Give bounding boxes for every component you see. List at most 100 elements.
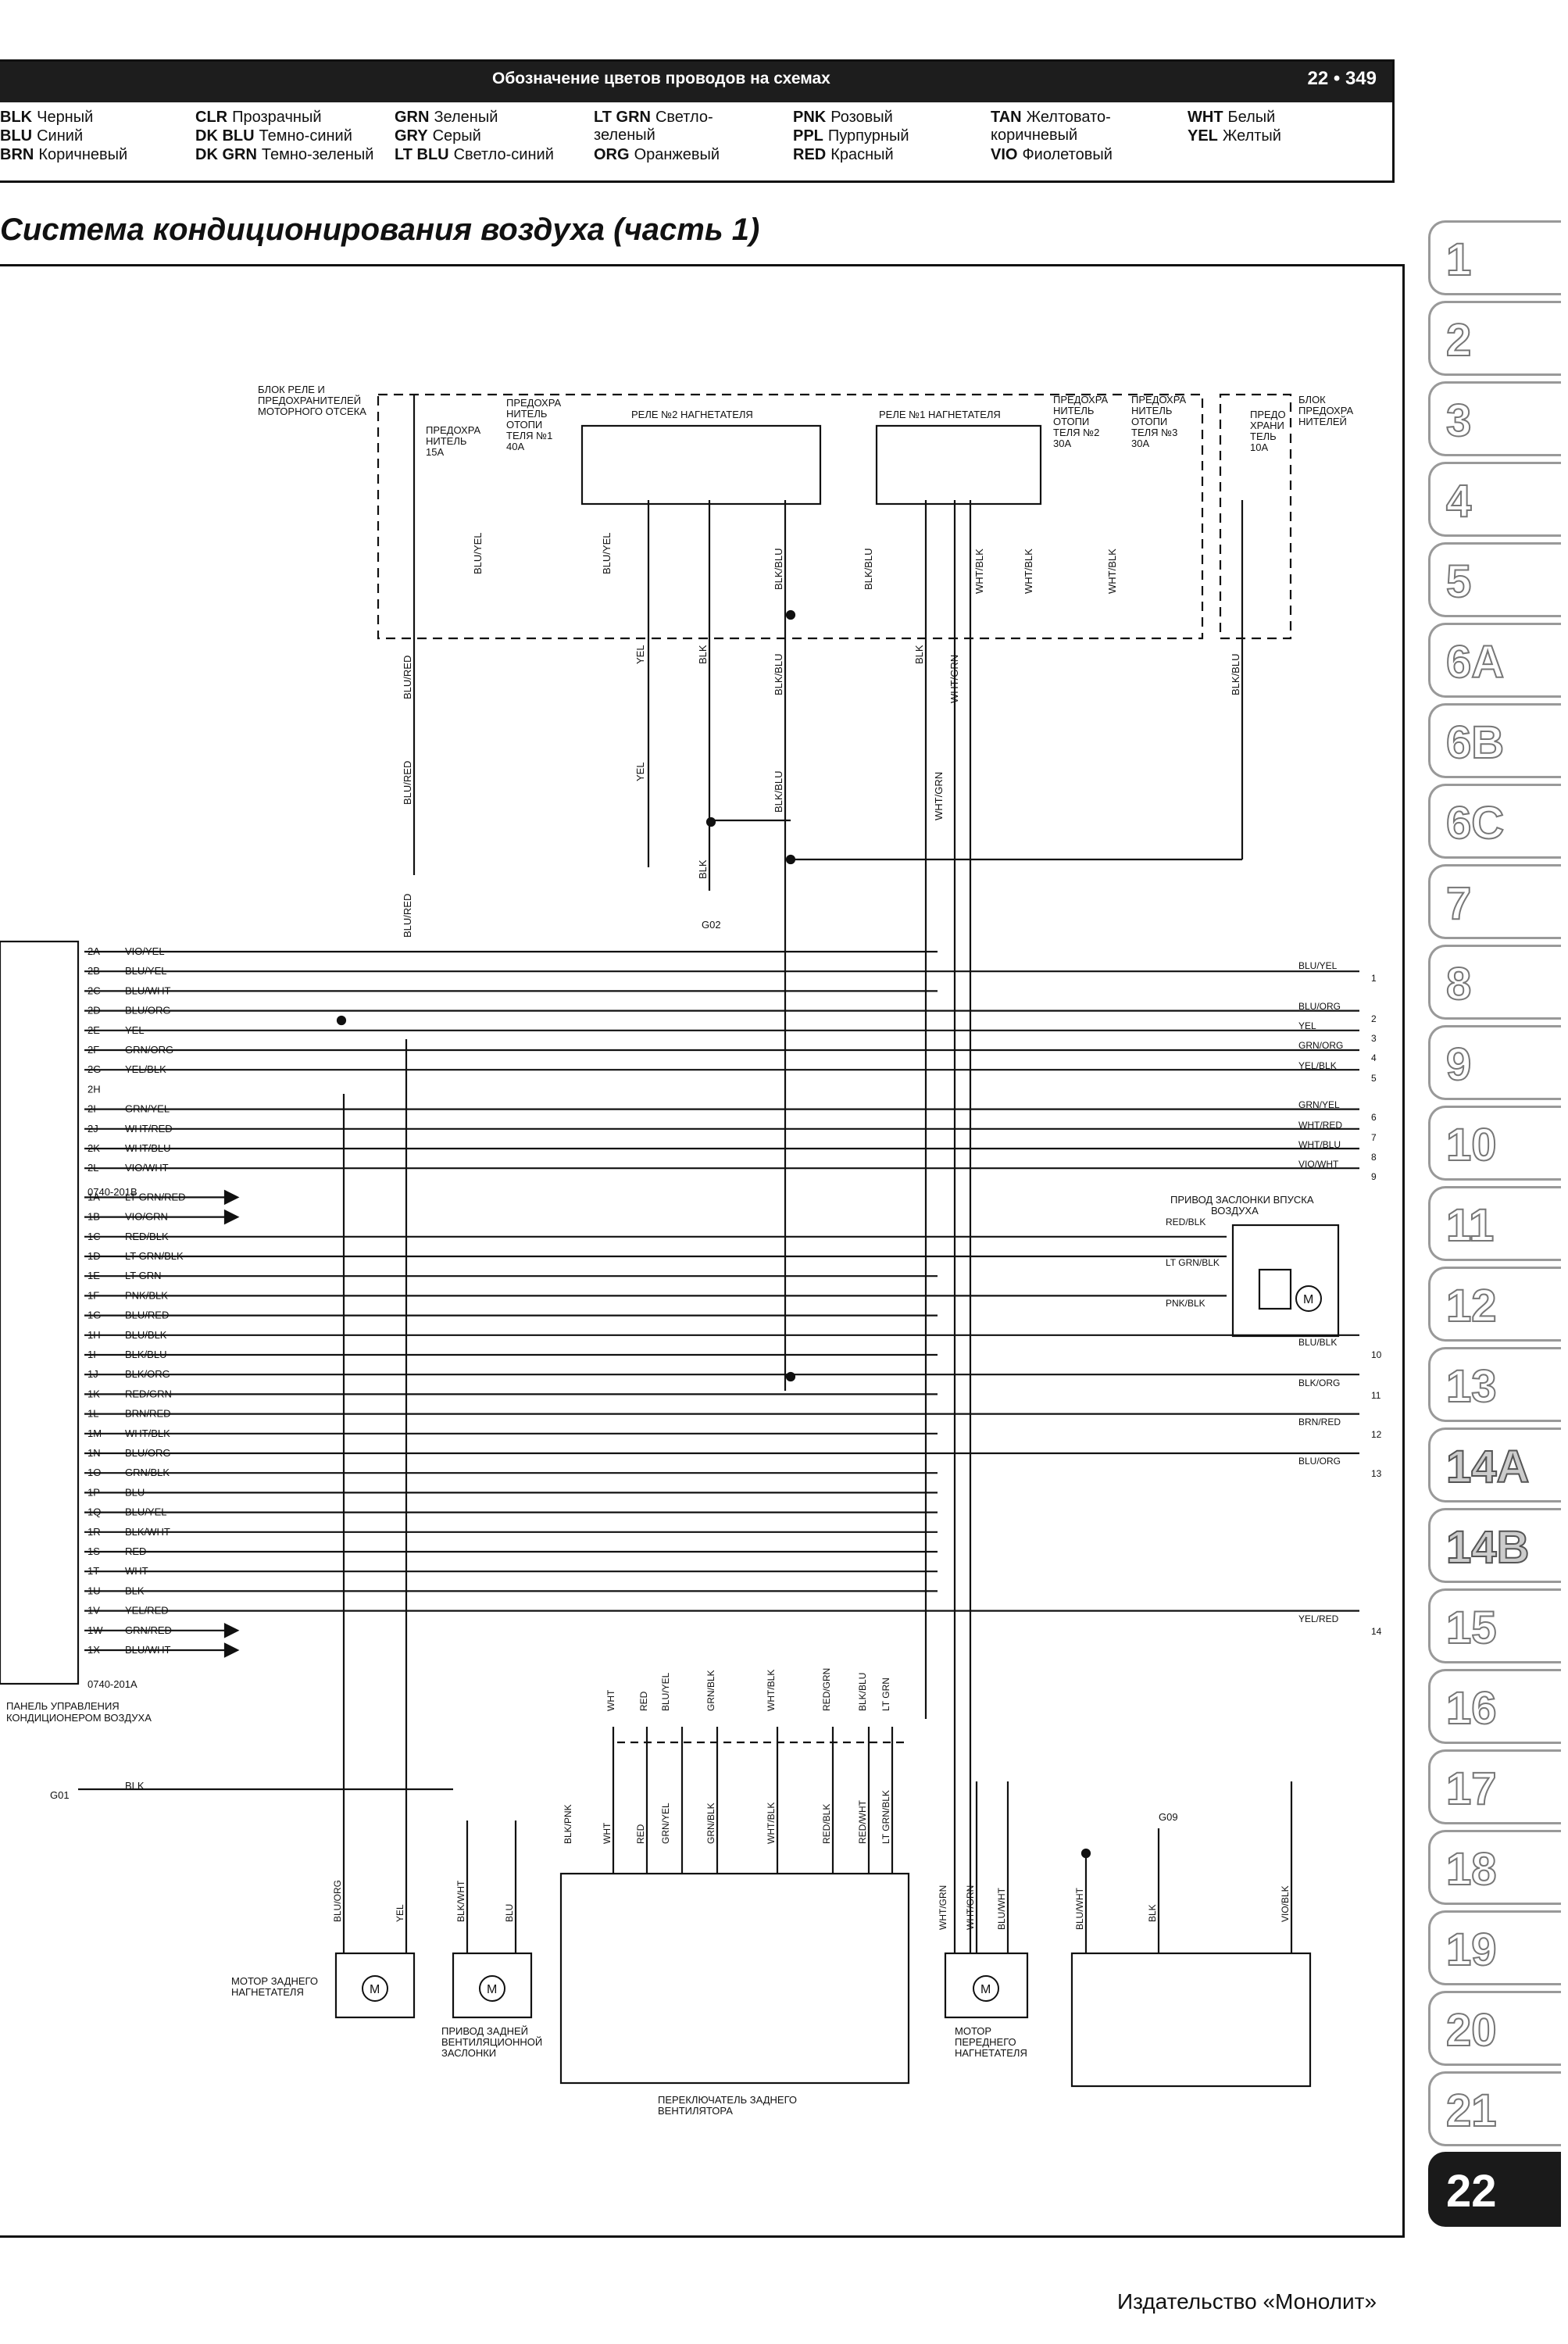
pin-wire-color: BLU/YEL xyxy=(125,965,166,977)
bottom-wire-label: GRN/BLK xyxy=(705,1670,716,1711)
pin-wire-color: BLK/ORG xyxy=(125,1368,170,1380)
chapter-tab-14a[interactable]: 14A xyxy=(1428,1427,1561,1503)
chapter-tab-9[interactable]: 9 xyxy=(1428,1025,1561,1100)
right-wire-label: WHT/BLU xyxy=(1298,1139,1341,1150)
chapter-tab-21[interactable]: 21 xyxy=(1428,2071,1561,2146)
pin-wire-color: YEL/BLK xyxy=(125,1063,166,1075)
chapter-tab-20[interactable]: 20 xyxy=(1428,1991,1561,2066)
right-wire-number: 9 xyxy=(1371,1171,1377,1182)
chapter-tab-7[interactable]: 7 xyxy=(1428,864,1561,939)
chapter-tab-18[interactable]: 18 xyxy=(1428,1830,1561,1905)
chapter-tab-15[interactable]: 15 xyxy=(1428,1588,1561,1663)
right-wire-number: 11 xyxy=(1371,1390,1381,1401)
bottom-wire-label: WHT/GRN xyxy=(938,1885,948,1930)
motor-icon xyxy=(362,1975,388,2002)
vertical-wire-label: BLU/RED xyxy=(402,894,413,938)
pin-number: 1Q xyxy=(88,1506,101,1518)
pin-wire-color: BLU/BLK xyxy=(125,1329,167,1341)
pin-number: 1N xyxy=(88,1447,101,1459)
pin-number: 1L xyxy=(88,1408,98,1420)
chapter-tab-4[interactable]: 4 xyxy=(1428,462,1561,537)
vertical-wire-label: YEL xyxy=(634,762,646,781)
pin-wire-color: BLK xyxy=(125,1585,145,1596)
pin-number: 1G xyxy=(88,1310,101,1321)
chapter-tab-3[interactable]: 3 xyxy=(1428,381,1561,456)
motor-symbol: M xyxy=(980,1983,991,1996)
vertical-wire-label: BLU/YEL xyxy=(601,533,613,574)
chapter-tab-6a[interactable]: 6A xyxy=(1428,623,1561,698)
chapter-tab-6c[interactable]: 6C xyxy=(1428,784,1561,859)
junction-dot xyxy=(336,1015,347,1026)
chapter-tab-6b[interactable]: 6B xyxy=(1428,703,1561,778)
chapter-tab-1[interactable]: 1 xyxy=(1428,220,1561,295)
pin-number: 2G xyxy=(88,1063,101,1075)
pin-number: 1K xyxy=(88,1388,100,1399)
right-wire-label: GRN/YEL xyxy=(1298,1099,1340,1110)
bottom-wire-label: RED/GRN xyxy=(821,1668,832,1711)
chapter-tab-22[interactable]: 22 xyxy=(1428,2152,1561,2227)
chapter-tab-2[interactable]: 2 xyxy=(1428,301,1561,376)
pin-number: 2H xyxy=(88,1083,101,1095)
chapter-tab-11[interactable]: 11 xyxy=(1428,1186,1561,1261)
vertical-wire-label: WHT/BLK xyxy=(1023,548,1034,594)
chapter-tab-16[interactable]: 16 xyxy=(1428,1669,1561,1744)
bottom-wire-label: BLK/WHT xyxy=(455,1880,466,1922)
pin-number: 1D xyxy=(88,1250,101,1262)
right-wire-label: BLU/BLK xyxy=(1298,1337,1337,1348)
pin-wire-color: GRN/BLK xyxy=(125,1467,170,1478)
arrow-icon xyxy=(223,1189,240,1206)
bottom-wire-label: RED xyxy=(638,1691,649,1711)
pin-wire-color: RED/GRN xyxy=(125,1388,172,1399)
right-wire-label: BLU/ORG xyxy=(1298,1001,1341,1012)
pin-number: 1X xyxy=(88,1644,100,1656)
pin-wire-color: BLK/WHT xyxy=(125,1526,170,1538)
pin-wire-color: VIO/YEL xyxy=(125,945,165,957)
pin-number: 1W xyxy=(88,1624,103,1636)
junction-dot xyxy=(785,854,796,865)
arrow-icon xyxy=(223,1209,240,1225)
pin-wire-color: GRN/ORG xyxy=(125,1044,173,1056)
vertical-wire-label: BLK/BLU xyxy=(863,548,874,590)
vertical-wire-label: WHT/GRN xyxy=(948,655,960,703)
pin-number: 1U xyxy=(88,1585,101,1596)
chapter-tab-10[interactable]: 10 xyxy=(1428,1106,1561,1181)
chapter-tab-8[interactable]: 8 xyxy=(1428,945,1561,1020)
pin-number: 1V xyxy=(88,1605,100,1617)
vertical-wire-label: BLU/RED xyxy=(402,761,413,805)
pin-number: 1H xyxy=(88,1329,101,1341)
vertical-wire-label: WHT/BLK xyxy=(1106,548,1118,594)
bottom-wire-label: BLK/BLU xyxy=(857,1673,868,1711)
chapter-tab-13[interactable]: 13 xyxy=(1428,1347,1561,1422)
vertical-wire-label: BLK xyxy=(697,645,709,664)
pin-number: 1B xyxy=(88,1211,100,1223)
pin-wire-color: BLU/ORG xyxy=(125,1005,171,1017)
chapter-tab-5[interactable]: 5 xyxy=(1428,542,1561,617)
pin-number: 2D xyxy=(88,1005,101,1017)
bottom-wire-label: GRN/YEL xyxy=(660,1803,671,1844)
pin-number: 1F xyxy=(88,1289,99,1301)
diagram-title: Система кондиционирования воздуха (часть… xyxy=(0,213,760,247)
chapter-tab-19[interactable]: 19 xyxy=(1428,1910,1561,1985)
chapter-tab-12[interactable]: 12 xyxy=(1428,1267,1561,1342)
pin-wire-color: WHT/BLK xyxy=(125,1427,170,1439)
pin-wire-color: BLU xyxy=(125,1486,145,1498)
chapter-tab-14b[interactable]: 14B xyxy=(1428,1508,1561,1583)
right-wire-number: 1 xyxy=(1371,973,1377,984)
pin-number: 1O xyxy=(88,1467,101,1478)
pin-wire-color: WHT/RED xyxy=(125,1123,173,1134)
pin-number: 1I xyxy=(88,1349,96,1360)
chapter-tab-17[interactable]: 17 xyxy=(1428,1749,1561,1824)
